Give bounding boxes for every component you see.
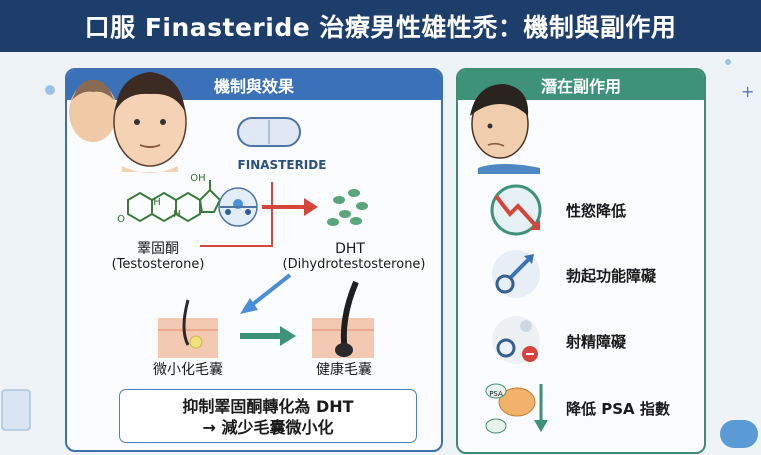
mechanism-result-box: 抑制睪固酮轉化為 DHT → 減少毛囊微小化 bbox=[119, 389, 417, 443]
molecule-h-label: H bbox=[153, 197, 161, 208]
molecule-o-label: O bbox=[117, 214, 125, 225]
side-effect-ejaculation: 射精障礙 bbox=[566, 333, 627, 351]
testosterone-label: 睪固酮 bbox=[137, 241, 179, 257]
testosterone-molecule-icon bbox=[127, 180, 222, 223]
molecule-h-label: H bbox=[173, 209, 181, 220]
broken-male-symbol-icon bbox=[492, 250, 540, 298]
dht-granules-icon bbox=[327, 189, 368, 226]
side-effect-erectile: 勃起功能障礙 bbox=[566, 267, 657, 285]
miniaturized-follicle-label: 微小化毛囊 bbox=[153, 362, 223, 378]
page-title: 口服 Finasteride 治療男性雄性禿：機制與副作用 bbox=[0, 0, 761, 52]
decline-arrow-icon bbox=[490, 184, 542, 236]
healthy-follicle-icon bbox=[312, 280, 374, 358]
dht-to-follicle-arrow bbox=[246, 273, 292, 310]
follicle-arrow bbox=[240, 326, 296, 346]
molecule-oh-label: OH bbox=[190, 173, 206, 184]
healthy-follicle-label: 健康毛囊 bbox=[316, 362, 372, 378]
ejaculation-disorder-icon bbox=[492, 316, 540, 364]
balding-man-front-icon bbox=[113, 72, 187, 173]
side-effect-psa: 降低 PSA 指數 bbox=[566, 400, 670, 418]
miniaturized-follicle-icon bbox=[158, 299, 218, 358]
inhibition-line bbox=[200, 182, 273, 247]
result-line-2: → 減少毛囊微小化 bbox=[202, 418, 334, 437]
side-effect-libido: 性慾降低 bbox=[566, 202, 627, 220]
worried-man-icon bbox=[470, 84, 540, 174]
pill-icon bbox=[720, 420, 758, 448]
testosterone-en-label: (Testosterone) bbox=[111, 257, 205, 272]
clipboard-icon bbox=[1, 389, 31, 431]
dht-en-label: (Dihydrotestosterone) bbox=[282, 257, 426, 272]
psa-decrease-icon bbox=[485, 383, 548, 434]
drug-label: FINASTERIDE bbox=[237, 158, 327, 172]
balding-man-back-icon bbox=[69, 79, 117, 142]
result-line-1: 抑制睪固酮轉化為 DHT bbox=[182, 397, 354, 416]
psa-tag: PSA bbox=[489, 390, 503, 398]
finasteride-pill-icon bbox=[237, 117, 301, 147]
dht-label: DHT bbox=[335, 241, 365, 257]
svg-text:+: + bbox=[741, 82, 754, 101]
